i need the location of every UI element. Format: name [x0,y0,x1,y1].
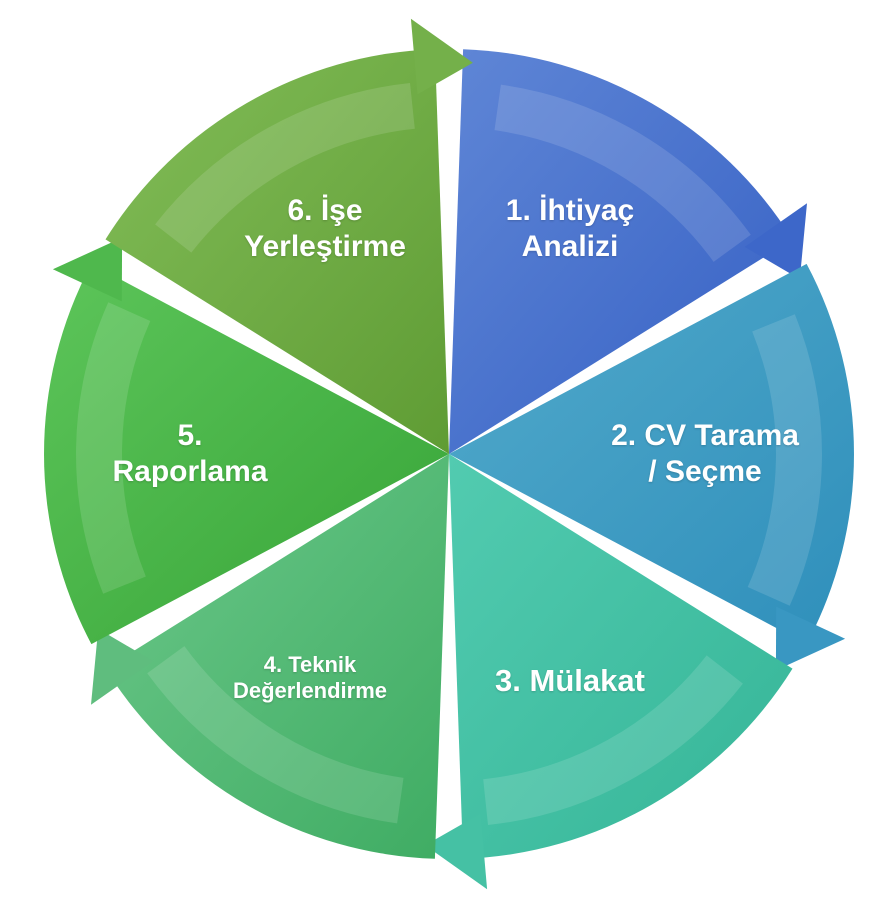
step-4-label: 4. Teknik Değerlendirme [232,652,388,704]
step-6-arc-highlight [155,83,416,253]
step-6-label: 6. İşe Yerleştirme [244,194,406,263]
step-3-label: 3. Mülakat [495,663,645,698]
step-3-arc-highlight [482,655,743,825]
step-1-arrowhead [744,203,807,280]
step-1-arc-highlight [494,84,751,262]
step-1-label: 1. İhtiyaç Analizi [505,194,635,263]
step-2-segment [449,263,854,645]
step-6-arrowhead [410,18,473,95]
step-5-label: 5. Raporlama [112,419,268,488]
step-3-segment [449,454,793,859]
step-4-segment [105,454,449,859]
step-5-segment [44,263,449,645]
step-3-arrowhead [425,813,488,890]
step-2-arrowhead [775,606,846,671]
step-5-arc-highlight [76,302,151,594]
step-6-segment [105,49,449,454]
step-4-arc-highlight [147,646,404,824]
step-1-segment [449,49,793,454]
step-5-arrowhead [52,237,123,302]
step-4-arrowhead [91,628,154,705]
step-2-arc-highlight [747,314,822,606]
step-2-label: 2. CV Tarama / Seçme [611,419,799,488]
